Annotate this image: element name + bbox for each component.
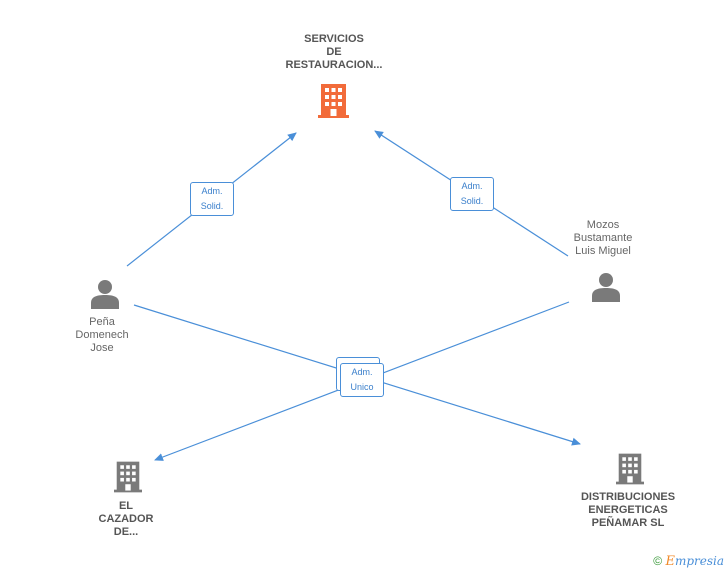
node-pena-label: Peña Domenech Jose: [75, 316, 129, 354]
copyright-symbol: ©: [653, 554, 663, 568]
badge-line: Unico: [350, 382, 374, 392]
edge-badge-pena-servicios[interactable]: Adm. Solid.: [190, 182, 234, 216]
building-icon: [114, 461, 142, 493]
node-distribuciones[interactable]: DISTRIBUCIONES ENERGETICAS PEÑAMAR SL: [563, 491, 693, 530]
node-mozos-label: Mozos Bustamante Luis Miguel: [573, 219, 633, 257]
edge-badge-mozos-servicios[interactable]: Adm. Solid.: [450, 177, 494, 211]
edge-badge-center[interactable]: Adm. Unico: [340, 363, 384, 397]
brand-first-letter: E: [665, 554, 675, 569]
node-servicios[interactable]: SERVICIOS DE RESTAURACION...: [264, 33, 404, 72]
node-cazador[interactable]: EL CAZADOR DE...: [76, 500, 176, 539]
node-pena[interactable]: Peña Domenech Jose: [52, 316, 152, 355]
node-servicios-label: SERVICIOS DE RESTAURACION...: [285, 33, 383, 71]
badge-line: Adm.: [351, 367, 373, 377]
building-icon: [616, 453, 644, 485]
badge-line: Solid.: [460, 196, 484, 206]
brand-rest: mpresia: [674, 554, 724, 568]
node-cazador-label: EL CAZADOR DE...: [98, 500, 154, 538]
badge-line: Solid.: [200, 201, 224, 211]
node-distribuciones-label: DISTRIBUCIONES ENERGETICAS PEÑAMAR SL: [580, 491, 676, 529]
node-mozos[interactable]: Mozos Bustamante Luis Miguel: [553, 219, 653, 258]
person-icon: [91, 280, 119, 309]
person-icon: [592, 273, 620, 302]
building-icon: [318, 84, 349, 118]
badge-line: Adm.: [461, 181, 483, 191]
badge-line: Adm.: [201, 186, 223, 196]
empresia-watermark: © Empresia: [653, 554, 724, 569]
